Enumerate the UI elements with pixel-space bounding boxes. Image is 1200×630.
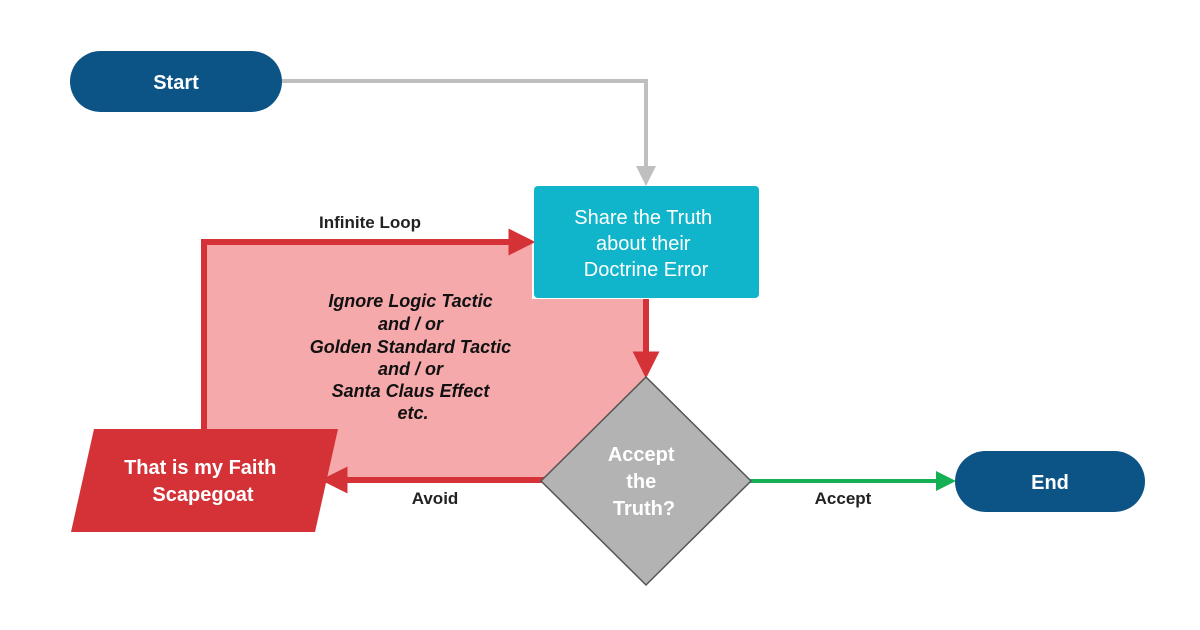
accept-label: Accept	[815, 489, 872, 508]
connector-start-to-share	[282, 79, 656, 186]
share-truth-label: Share the Truth about their Doctrine Err…	[574, 207, 717, 281]
decision-line: Truth?	[613, 498, 675, 520]
scapegoat-label: That is my Faith Scapegoat	[124, 457, 282, 506]
tactics-text: Ignore Logic Tactic and / or Golden Stan…	[310, 291, 516, 423]
end-label: End	[1031, 472, 1069, 494]
scapegoat-line: Scapegoat	[152, 484, 253, 506]
start-label: Start	[153, 72, 199, 94]
decision-line: Accept	[608, 444, 675, 466]
tactic-line: etc.	[397, 403, 428, 423]
share-truth-line: about their	[596, 233, 691, 255]
share-truth-line: Share the Truth	[574, 207, 712, 229]
share-truth-line: Doctrine Error	[584, 259, 709, 281]
end-node[interactable]	[955, 451, 1145, 512]
loop-region	[204, 242, 646, 480]
decision-label: Accept the Truth?	[608, 444, 680, 520]
scapegoat-line: That is my Faith	[124, 457, 276, 479]
scapegoat-node[interactable]	[71, 429, 338, 532]
tactic-line: Santa Claus Effect	[332, 381, 491, 401]
tactic-line: and / or	[378, 314, 444, 334]
infinite-loop-label: Infinite Loop	[319, 213, 421, 232]
tactic-line: and / or	[378, 359, 444, 379]
start-node[interactable]	[70, 51, 282, 112]
decision-line: the	[626, 471, 656, 493]
tactic-line: Golden Standard Tactic	[310, 337, 511, 357]
avoid-label: Avoid	[412, 489, 459, 508]
tactic-line: Ignore Logic Tactic	[328, 291, 492, 311]
connector-infinite-loop	[201, 228, 536, 430]
share-truth-node[interactable]	[534, 186, 759, 298]
decision-node[interactable]	[539, 375, 753, 587]
